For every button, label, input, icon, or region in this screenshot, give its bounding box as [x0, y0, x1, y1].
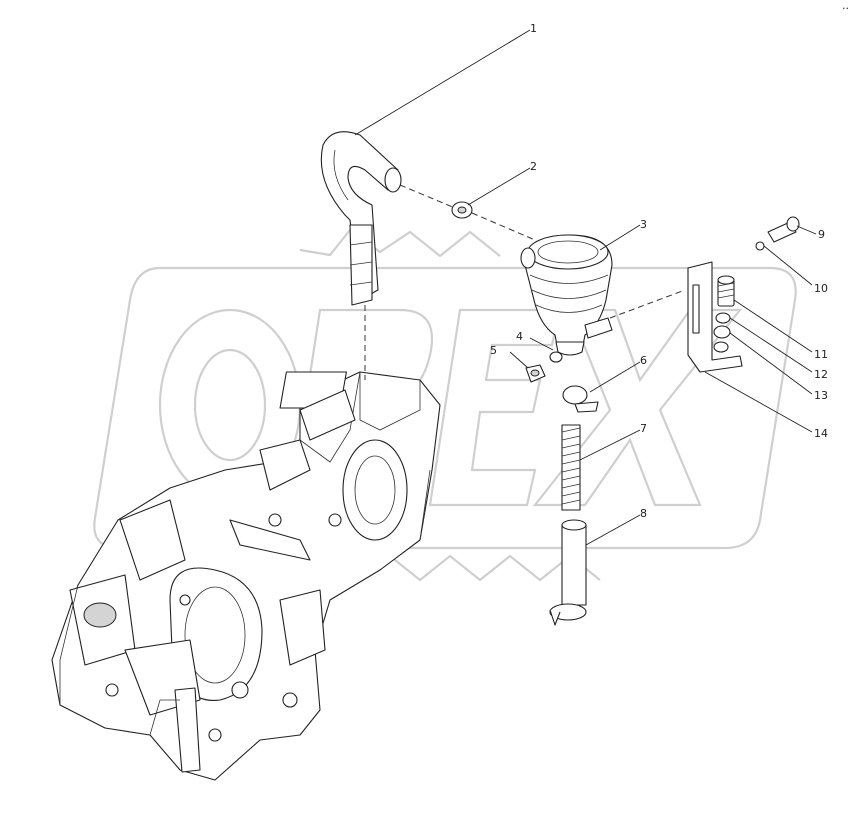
- callout-6: 6: [640, 354, 647, 367]
- drain-hose: [549, 519, 587, 626]
- breather-hose: [320, 131, 402, 306]
- callout-2: 2: [530, 160, 537, 173]
- drain-spring: [561, 424, 581, 511]
- callout-5: 5: [490, 344, 497, 357]
- assembly-line-clamp: [399, 184, 456, 209]
- leader-lines: [354, 29, 817, 546]
- callout-11: 11: [814, 348, 828, 361]
- callout-1: 1: [530, 22, 537, 35]
- timing-gear-housing: [51, 371, 441, 781]
- callout-12: 12: [814, 368, 828, 381]
- assembly-line-bracket: [609, 289, 686, 319]
- callout-4: 4: [516, 330, 523, 343]
- fitting-washer: [549, 351, 563, 363]
- hose-clamp-upper: [451, 201, 473, 219]
- callout-10: 10: [814, 282, 828, 295]
- assembly-line-separator: [471, 212, 536, 241]
- bracket-bolt-upper: [755, 216, 800, 251]
- mounting-bracket: [687, 261, 743, 373]
- callout-13: 13: [814, 389, 828, 402]
- drain-clamp: [562, 385, 599, 413]
- fitting-nut: [525, 364, 546, 383]
- callout-7: 7: [640, 422, 647, 435]
- callout-14: 14: [814, 427, 828, 440]
- corner-mark: ··: [842, 2, 849, 15]
- oil-separator: [520, 234, 613, 356]
- callout-8: 8: [640, 507, 647, 520]
- bracket-washers: [713, 312, 731, 353]
- callout-9: 9: [818, 228, 825, 241]
- bracket-screw: [717, 275, 735, 307]
- callout-labels: 1 2 3 4 5 6 7 8 9 10 11 12 13 14: [490, 22, 828, 520]
- callout-3: 3: [640, 218, 647, 231]
